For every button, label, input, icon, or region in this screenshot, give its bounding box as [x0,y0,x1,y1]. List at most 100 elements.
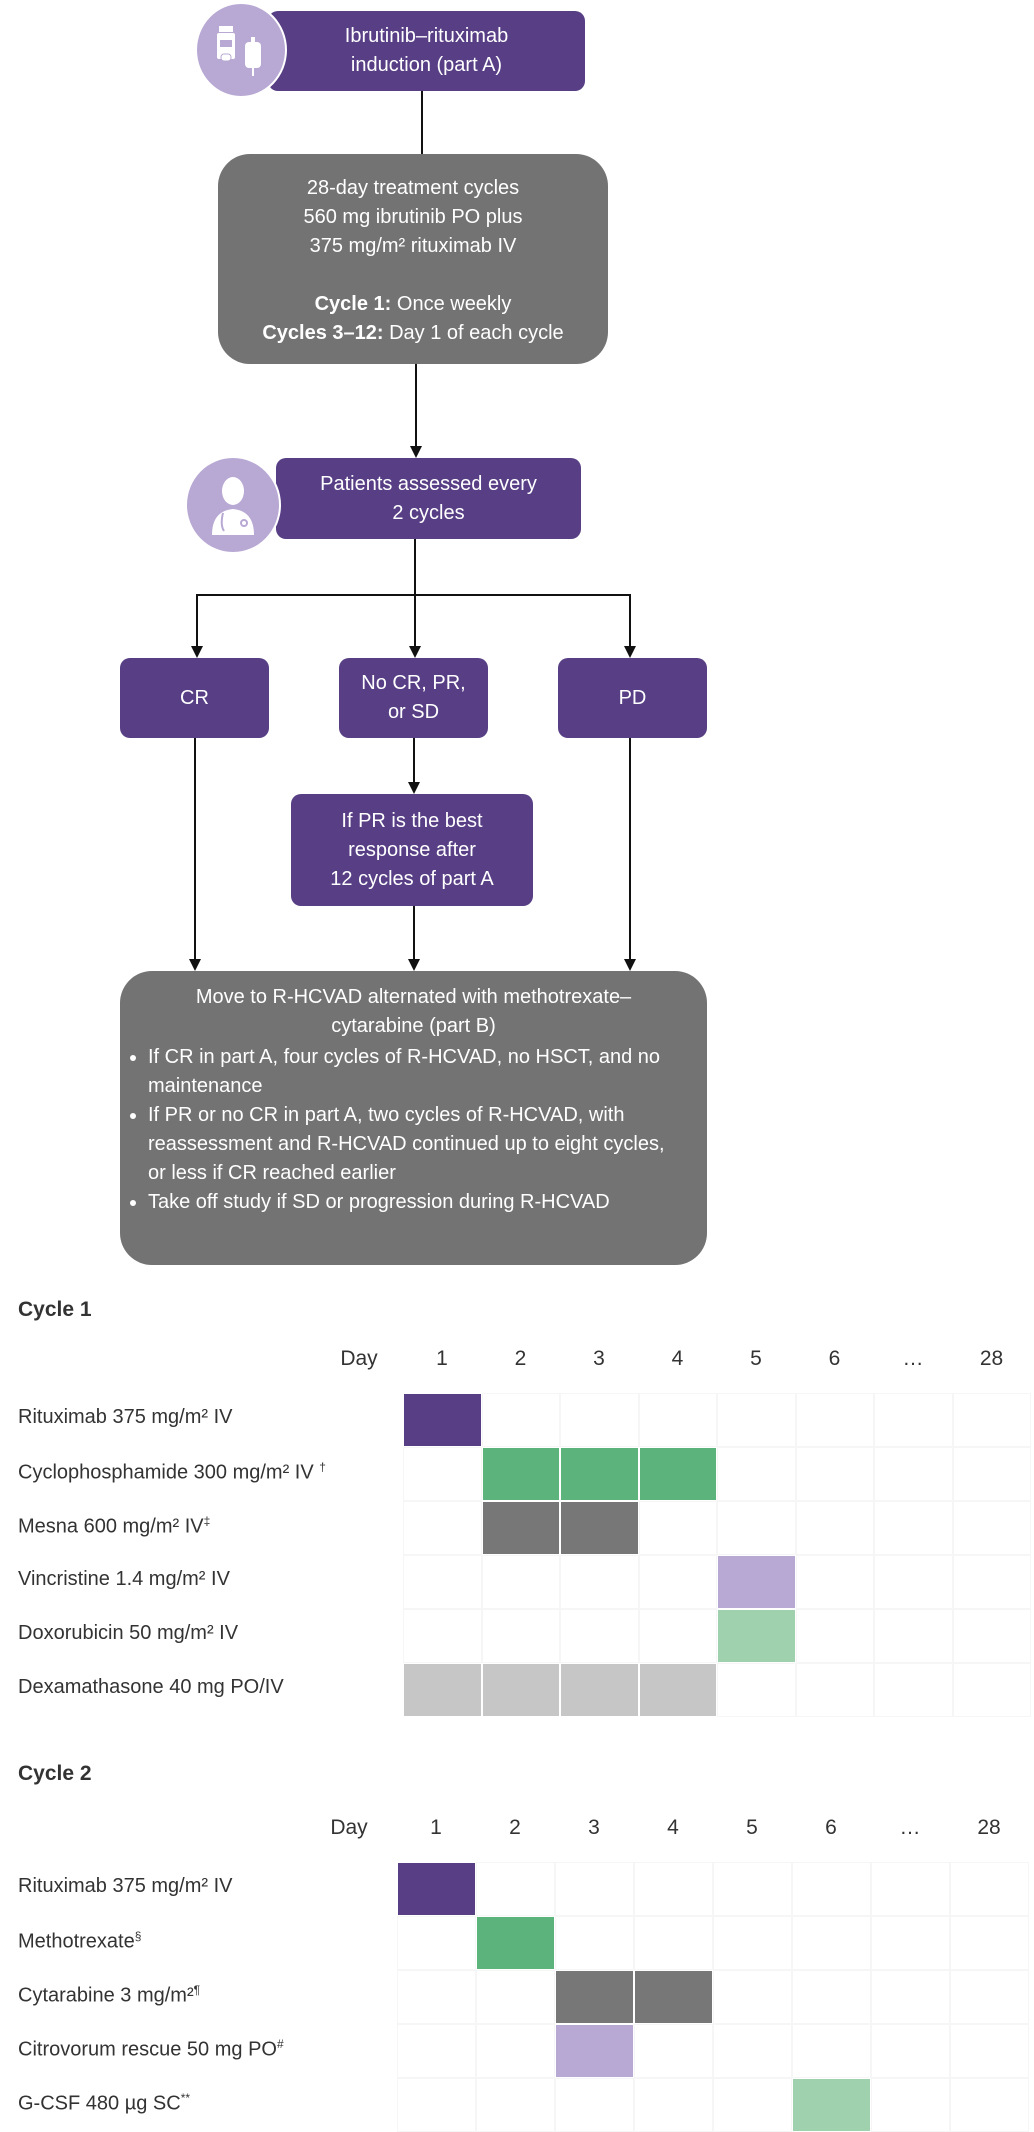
dose-cell-empty [560,1555,639,1609]
cycle-title: Cycle 2 [18,1762,92,1785]
arrow-head [624,646,636,658]
day-header-label: Day [330,1816,368,1839]
dose-cell-empty [871,2078,950,2132]
drug-row-label: Doxorubicin 50 mg/m² IV [18,1622,238,1645]
cycle1-text: Once weekly [391,293,512,315]
cycles312-label: Cycles 3–12: [262,322,384,344]
assessment-line1: Patients assessed every [320,472,537,495]
dose-cell-empty [634,1862,713,1916]
pr-line1: If PR is the best [341,809,483,832]
pr-line2: response after [348,838,476,861]
dose-cell-filled [717,1555,796,1609]
drug-name: Mesna 600 mg/m² IV [18,1515,204,1538]
dose-cell-filled [792,2078,871,2132]
dose-cell-empty [403,1447,482,1501]
drug-name: Cytarabine 3 mg/m² [18,1984,194,2007]
day-tick-label: … [902,1347,924,1370]
doctor-icon [185,456,281,554]
part-b-bullet: Take off study if SD or progression duri… [148,1188,677,1217]
pr-best-response-box: If PR is the best response after 12 cycl… [291,794,533,906]
day-tick-label: 1 [436,1347,448,1370]
dose-cell-empty [638,1609,717,1663]
dose-cell-empty [481,1555,560,1609]
dose-cell-filled [560,1663,639,1717]
drug-name: Vincristine 1.4 mg/m² IV [18,1568,230,1590]
treatment-line: 375 mg/m² rituximab IV [309,235,517,257]
dose-cell-empty [950,1916,1029,1970]
day-tick-label: 3 [593,1347,605,1370]
connector-line [414,539,416,595]
assessment-line2: 2 cycles [392,501,465,524]
drug-name: Dexamathasone 40 mg PO/IV [18,1676,284,1698]
dose-cell-empty [874,1609,953,1663]
dose-cell-empty [792,2024,871,2078]
dose-cell-empty [634,1916,713,1970]
pr-line3: 12 cycles of part A [330,867,494,890]
outcome-pd: PD [618,686,647,709]
dose-cell-empty [952,1555,1031,1609]
connector-line [629,738,631,961]
treatment-line: 28-day treatment cycles [306,177,520,199]
footnote-marker: ¶ [193,1983,201,1997]
drug-name: Rituximab 375 mg/m² IV [18,1875,233,1897]
arrow-head [408,959,420,971]
dose-cell-empty [871,1970,950,2024]
dose-cell-empty [795,1501,874,1555]
pill-bottle-iv-bag-icon [195,2,287,98]
arrow-head [191,646,203,658]
dose-cell-empty [952,1501,1031,1555]
dose-cell-empty [950,2024,1029,2078]
arrow-head [408,782,420,794]
drug-row-label: Cyclophosphamide 300 mg/m² IV † [18,1460,326,1485]
dose-cell-empty [874,1555,953,1609]
dose-cell-empty [555,1916,634,1970]
dose-cell-empty [713,2078,792,2132]
outcome-cr-box: CR [120,658,269,738]
dose-cell-empty [952,1663,1031,1717]
connector-line [629,594,631,648]
dose-cell-empty [950,2078,1029,2132]
dose-cell-empty [560,1609,639,1663]
dose-cell-empty [713,1862,792,1916]
dose-cell-empty [795,1609,874,1663]
dose-cell-filled [481,1663,560,1717]
dose-cell-empty [795,1555,874,1609]
footnote-marker: † [319,1460,326,1474]
drug-row-label: Citrovorum rescue 50 mg PO# [18,2037,284,2062]
induction-box: Ibrutinib–rituximab induction (part A) [268,11,585,91]
dose-cell-empty [795,1663,874,1717]
day-tick-label: 2 [509,1816,521,1839]
dose-cell-filled [555,1970,634,2024]
day-tick-label: 28 [979,1347,1004,1370]
dose-cell-filled [403,1393,482,1447]
dose-cell-empty [397,1916,476,1970]
dose-cell-empty [713,1916,792,1970]
dose-cell-empty [555,2078,634,2132]
arrow-head [410,446,422,458]
arrow-head [189,959,201,971]
arrow-head [624,959,636,971]
dose-cell-empty [403,1555,482,1609]
dose-cell-empty [792,1916,871,1970]
dose-cell-empty [713,2024,792,2078]
connector-line [414,594,416,648]
dose-cell-empty [874,1663,953,1717]
connector-line [196,594,198,648]
dose-cell-empty [950,1862,1029,1916]
dose-cell-empty [952,1447,1031,1501]
day-tick-label: 3 [588,1816,600,1839]
dose-cell-filled [560,1447,639,1501]
dose-cell-filled [638,1663,717,1717]
dose-cell-empty [397,1970,476,2024]
drug-row-label: Rituximab 375 mg/m² IV [18,1406,233,1429]
dose-cell-filled [397,1862,476,1916]
dose-cell-empty [795,1447,874,1501]
dose-cell-filled [403,1663,482,1717]
outcome-no-cr-line2: or SD [387,701,440,723]
dose-cell-filled [634,1970,713,2024]
dose-cell-filled [717,1609,796,1663]
drug-row-label: Cytarabine 3 mg/m²¶ [18,1983,200,2008]
dose-cell-empty [871,2024,950,2078]
dose-cell-empty [950,1970,1029,2024]
dose-cell-empty [792,1970,871,2024]
